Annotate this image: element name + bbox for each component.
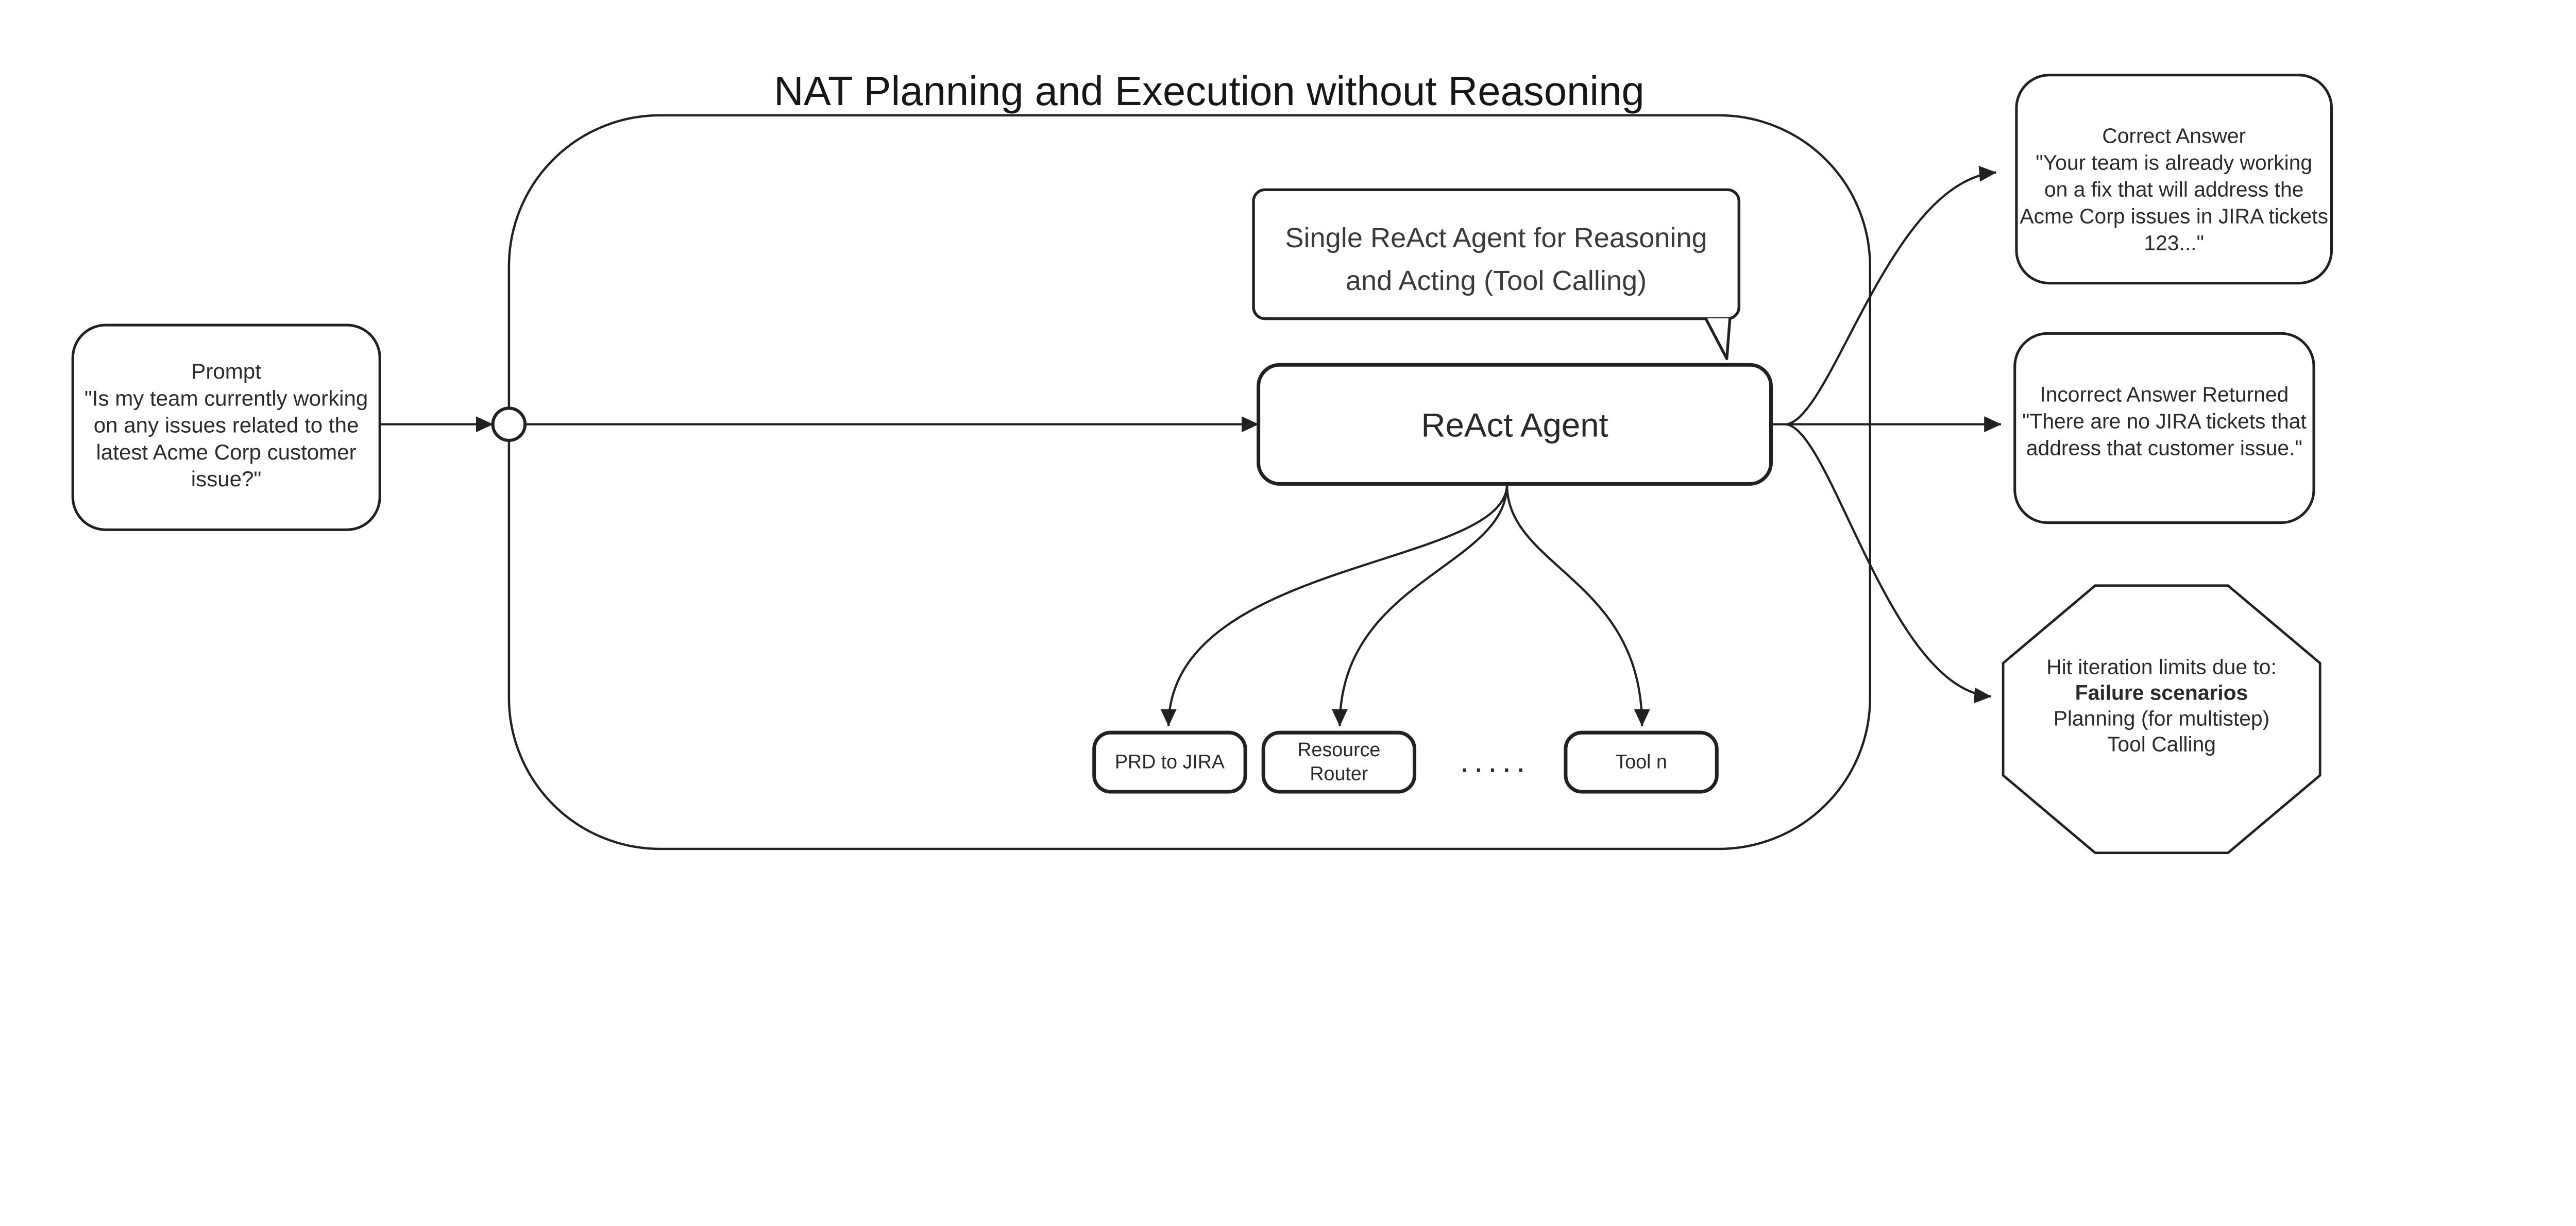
incorrect-answer-line: "There are no JIRA tickets that — [2022, 410, 2307, 433]
connector-react-to-failure — [1785, 423, 1992, 704]
callout-bubble — [1252, 188, 1741, 320]
correct-answer-line: 123..." — [2144, 231, 2204, 254]
tools-ellipsis: ..... — [1460, 742, 1530, 779]
tool-n-label: Tool n — [1615, 751, 1667, 772]
callout-tail — [1704, 317, 1732, 361]
incorrect-answer-line: Incorrect Answer Returned — [2040, 383, 2289, 406]
connector-react-to-tool-n — [1505, 484, 1650, 727]
connector-react-to-prd — [1160, 484, 1509, 727]
callout-line: Single ReAct Agent for Reasoning — [1285, 223, 1707, 253]
connector-react-to-resource — [1331, 484, 1509, 727]
prompt-line: issue?" — [191, 467, 262, 491]
failure-node: Hit iteration limits due to: Failure sce… — [2002, 584, 2321, 854]
tool-resource-node: Resource Router — [1261, 730, 1417, 794]
prompt-line: on any issues related to the — [94, 413, 359, 437]
prompt-box — [71, 323, 381, 531]
tool-n-node: Tool n — [1564, 730, 1719, 794]
correct-answer-box — [2015, 74, 2333, 285]
tool-n-box — [1564, 730, 1719, 794]
callout-node: Single ReAct Agent for Reasoning and Act… — [1252, 188, 1741, 361]
failure-line: Tool Calling — [2107, 733, 2216, 756]
incorrect-answer-line: address that customer issue." — [2026, 436, 2302, 460]
failure-line: Hit iteration limits due to: — [2046, 655, 2277, 678]
connector-react-to-correct — [1785, 165, 1997, 425]
react-agent-label: ReAct Agent — [1421, 406, 1608, 444]
failure-line: Failure scenarios — [2075, 680, 2248, 704]
prompt-line: latest Acme Corp customer — [96, 440, 357, 464]
tool-prd-node: PRD to JIRA — [1092, 730, 1247, 794]
tool-prd-label: PRD to JIRA — [1115, 751, 1225, 772]
tool-resource-box — [1261, 730, 1417, 794]
failure-octagon — [2002, 584, 2321, 854]
react-agent-box — [1257, 363, 1773, 486]
correct-answer-line: Acme Corp issues in JIRA tickets — [2020, 204, 2328, 228]
prompt-node: Prompt "Is my team currently working on … — [71, 323, 381, 531]
flow-diagram: NAT Planning and Execution without Reaso… — [71, 68, 2333, 854]
correct-answer-node: Correct Answer "Your team is already wor… — [2015, 74, 2333, 285]
tool-resource-line: Resource — [1297, 739, 1380, 760]
incorrect-answer-node: Incorrect Answer Returned "There are no … — [2013, 332, 2315, 524]
prompt-line: "Is my team currently working — [84, 386, 368, 410]
diagram-title: NAT Planning and Execution without Reaso… — [774, 68, 1645, 114]
incorrect-answer-box — [2013, 332, 2315, 524]
correct-answer-line: "Your team is already working — [2036, 150, 2312, 174]
react-agent-node: ReAct Agent — [1257, 363, 1773, 486]
tool-prd-box — [1092, 730, 1247, 794]
correct-answer-line: on a fix that will address the — [2044, 177, 2303, 201]
prompt-line: Prompt — [191, 359, 261, 383]
tool-resource-line: Router — [1310, 763, 1368, 785]
callout-line: and Acting (Tool Calling) — [1346, 265, 1647, 296]
correct-answer-line: Correct Answer — [2102, 124, 2246, 147]
junction-circle — [491, 406, 527, 442]
failure-line: Planning (for multistep) — [2054, 706, 2269, 730]
